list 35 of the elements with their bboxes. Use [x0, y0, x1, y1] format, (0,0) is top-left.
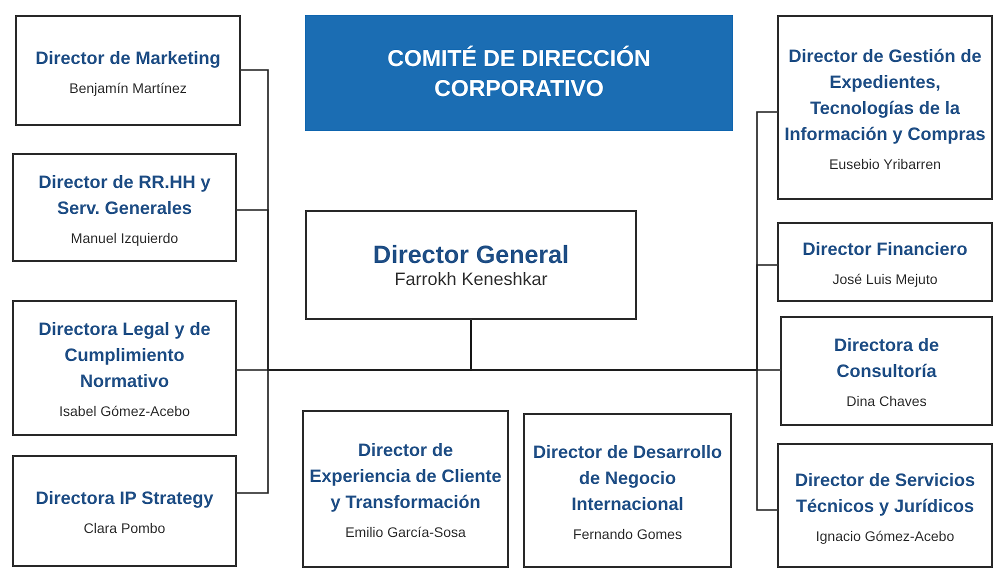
person-name: José Luis Mejuto: [832, 270, 938, 288]
position-title: Directora Legal y de Cumplimiento Normativo: [37, 318, 212, 393]
position-box: [12, 455, 237, 567]
position-box: [302, 410, 509, 568]
person-name: Fernando Gomes: [573, 524, 682, 542]
position-title: Director de RR.HH y Serv. Generales: [37, 170, 212, 220]
position-title: Director de Servicios Técnicos y Jurídicos: [794, 468, 976, 518]
committee-banner: [305, 15, 733, 131]
person-name: Eusebio Yribarren: [829, 154, 941, 172]
position-box: [15, 15, 241, 126]
person-name: Manuel Izquierdo: [70, 228, 178, 246]
position-box: [12, 300, 237, 436]
position-box: [12, 153, 237, 262]
person-name: Clara Pombo: [84, 519, 166, 537]
position-box: [780, 316, 993, 426]
position-title: Director de Experiencia de Cliente y Transformación: [308, 439, 503, 514]
banner-title: COMITÉ DE DIRECCIÓN CORPORATIVO: [386, 44, 652, 103]
person-name: Emilio García-Sosa: [345, 523, 466, 541]
position-title: Director de Gestión de Expedientes, Tecnologías de la Información y Compras: [783, 44, 987, 146]
position-title: Director de Desarrollo de Negocio Internacional: [532, 440, 724, 516]
person-name: Ignacio Gómez-Acebo: [816, 526, 954, 544]
position-title: Director Financiero: [802, 238, 968, 261]
position-title: Director General: [373, 241, 569, 269]
position-box: [777, 222, 993, 302]
position-box: [777, 15, 993, 200]
position-title: Directora IP Strategy: [36, 487, 214, 510]
person-name: Dina Chaves: [846, 392, 927, 410]
person-name: Isabel Gómez-Acebo: [59, 402, 190, 420]
position-title: Directora de Consultoría: [832, 334, 940, 383]
position-title: Director de Marketing: [35, 46, 221, 70]
person-name: Farrokh Keneshkar: [394, 269, 548, 289]
position-box: [523, 413, 732, 568]
position-box: [777, 443, 993, 568]
person-name: Benjamín Martínez: [69, 78, 187, 96]
position-box: [305, 210, 637, 320]
